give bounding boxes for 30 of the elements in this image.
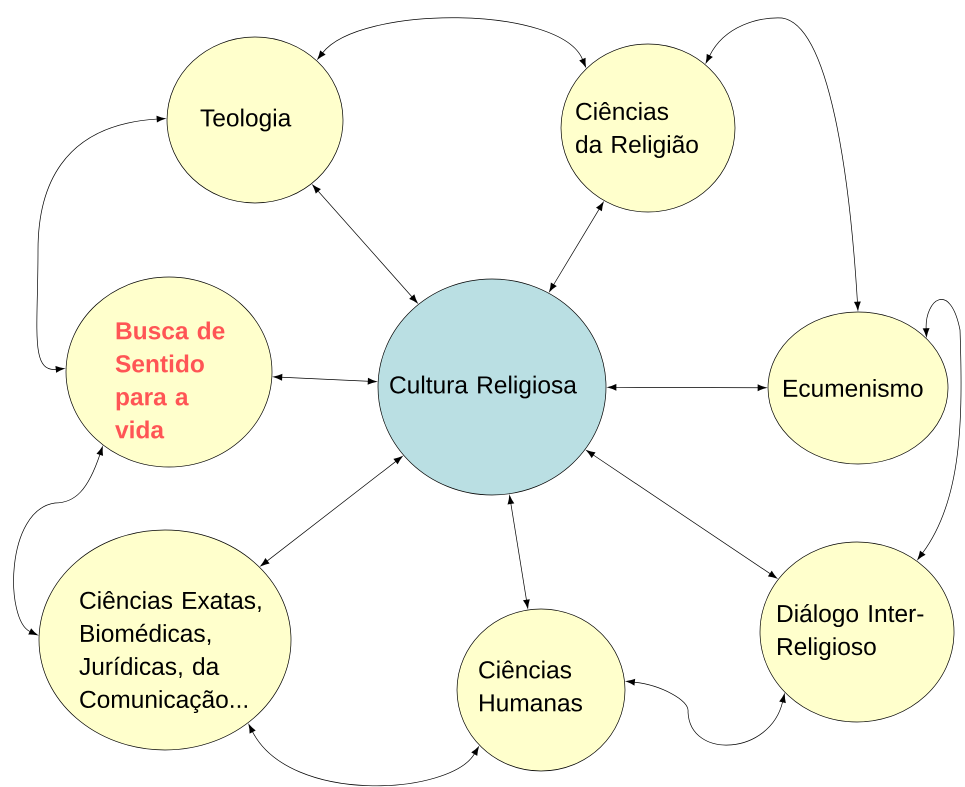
circle-node xyxy=(560,44,736,212)
node-label: Ciências da Religião xyxy=(576,102,698,158)
node-label: Ciências Humanas xyxy=(479,660,582,712)
arrow xyxy=(706,18,861,310)
arrow xyxy=(312,184,418,304)
circle-node xyxy=(768,312,948,464)
arrow xyxy=(549,202,604,292)
arrow xyxy=(260,456,403,566)
arrow xyxy=(586,450,778,579)
circle-node xyxy=(456,608,626,772)
node-label: Busca de Sentido para a vida xyxy=(115,322,224,438)
arrow xyxy=(273,374,377,384)
circle-node xyxy=(378,278,606,496)
circle-node xyxy=(760,542,954,722)
node-label: Diálogo Inter-Religioso xyxy=(778,604,924,660)
circle-node xyxy=(166,36,344,204)
arrow xyxy=(248,724,479,786)
node-label: Ciências Exatas, Biomédicas, Jurídicas, da Comunicação... xyxy=(79,591,261,713)
arrow xyxy=(317,17,586,68)
arrow xyxy=(626,678,786,746)
circle-node xyxy=(38,530,292,750)
arrow xyxy=(36,116,166,373)
node-label: Teologia xyxy=(200,108,292,132)
circle-node xyxy=(66,276,272,468)
node-label: Ecumenismo xyxy=(784,379,923,397)
arrow xyxy=(13,446,103,636)
arrow xyxy=(608,384,766,391)
arrow xyxy=(508,495,530,608)
node-label: Cultura Religiosa xyxy=(390,376,577,398)
arrow xyxy=(917,299,962,560)
